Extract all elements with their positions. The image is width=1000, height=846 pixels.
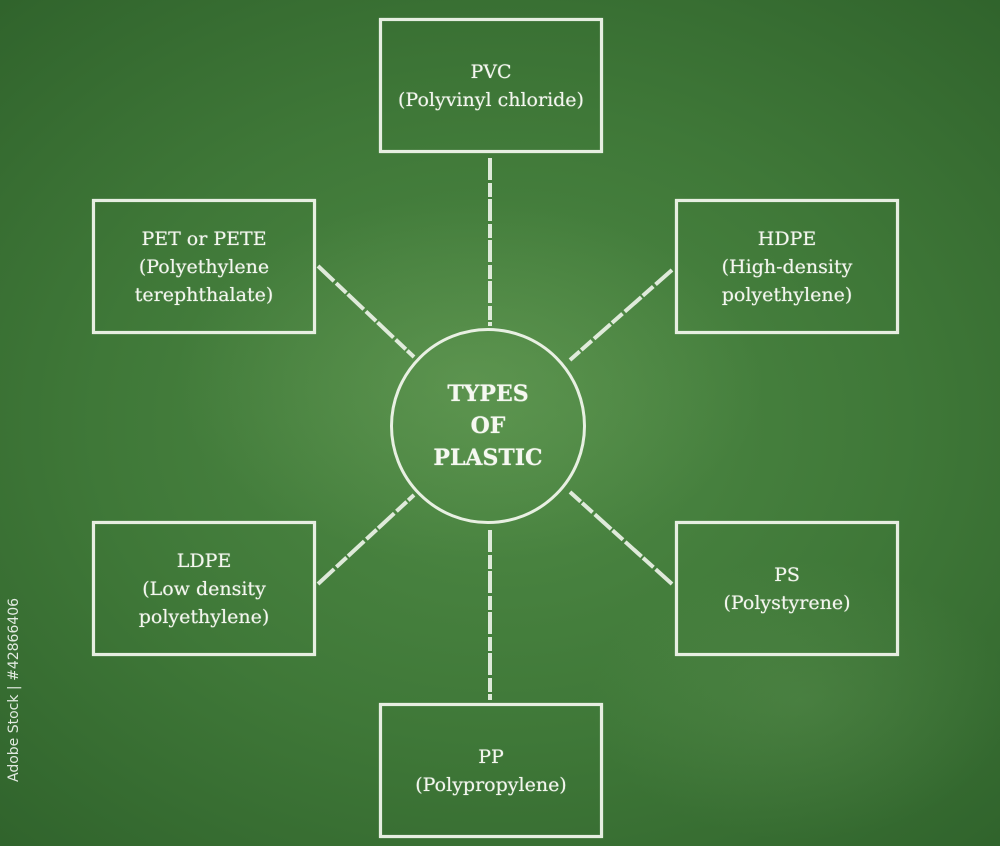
node-pet: PET or PETE (Polyethylene terephthalate) bbox=[92, 199, 316, 334]
node-hdpe-line: polyethylene) bbox=[721, 283, 853, 306]
node-pet-line: terephthalate) bbox=[134, 283, 274, 306]
node-ps: PS (Polystyrene) bbox=[675, 521, 899, 656]
stock-id-watermark: Adobe Stock | #42866406 bbox=[6, 597, 22, 782]
node-pet-line: (Polyethylene bbox=[138, 255, 270, 278]
center-title-line: OF bbox=[470, 413, 506, 439]
node-hdpe-line: (High-density bbox=[721, 255, 853, 278]
node-hdpe: HDPE (High-density polyethylene) bbox=[675, 199, 899, 334]
node-pet-line: PET or PETE bbox=[141, 227, 267, 250]
center-circle: TYPES OF PLASTIC bbox=[390, 328, 586, 524]
node-pvc: PVC (Polyvinyl chloride) bbox=[379, 18, 603, 153]
node-ldpe: LDPE (Low density polyethylene) bbox=[92, 521, 316, 656]
node-ps-line: PS bbox=[774, 563, 800, 586]
node-pp-line: (Polypropylene) bbox=[415, 773, 567, 796]
node-ldpe-line: LDPE bbox=[176, 549, 232, 572]
connector-hdpe bbox=[568, 268, 674, 362]
node-pvc-line: (Polyvinyl chloride) bbox=[398, 88, 584, 111]
connector-pet bbox=[316, 264, 416, 359]
node-pp-line: PP bbox=[478, 745, 504, 768]
connector-ldpe bbox=[316, 493, 416, 586]
center-title-line: PLASTIC bbox=[433, 445, 543, 471]
connector-ps bbox=[568, 490, 674, 586]
node-ldpe-line: polyethylene) bbox=[138, 605, 270, 628]
node-pvc-line: PVC bbox=[470, 60, 512, 83]
node-ps-line: (Polystyrene) bbox=[723, 591, 851, 614]
center-title-line: TYPES bbox=[447, 381, 529, 407]
node-hdpe-line: HDPE bbox=[757, 227, 817, 250]
node-pp: PP (Polypropylene) bbox=[379, 703, 603, 838]
node-ldpe-line: (Low density bbox=[142, 577, 266, 600]
